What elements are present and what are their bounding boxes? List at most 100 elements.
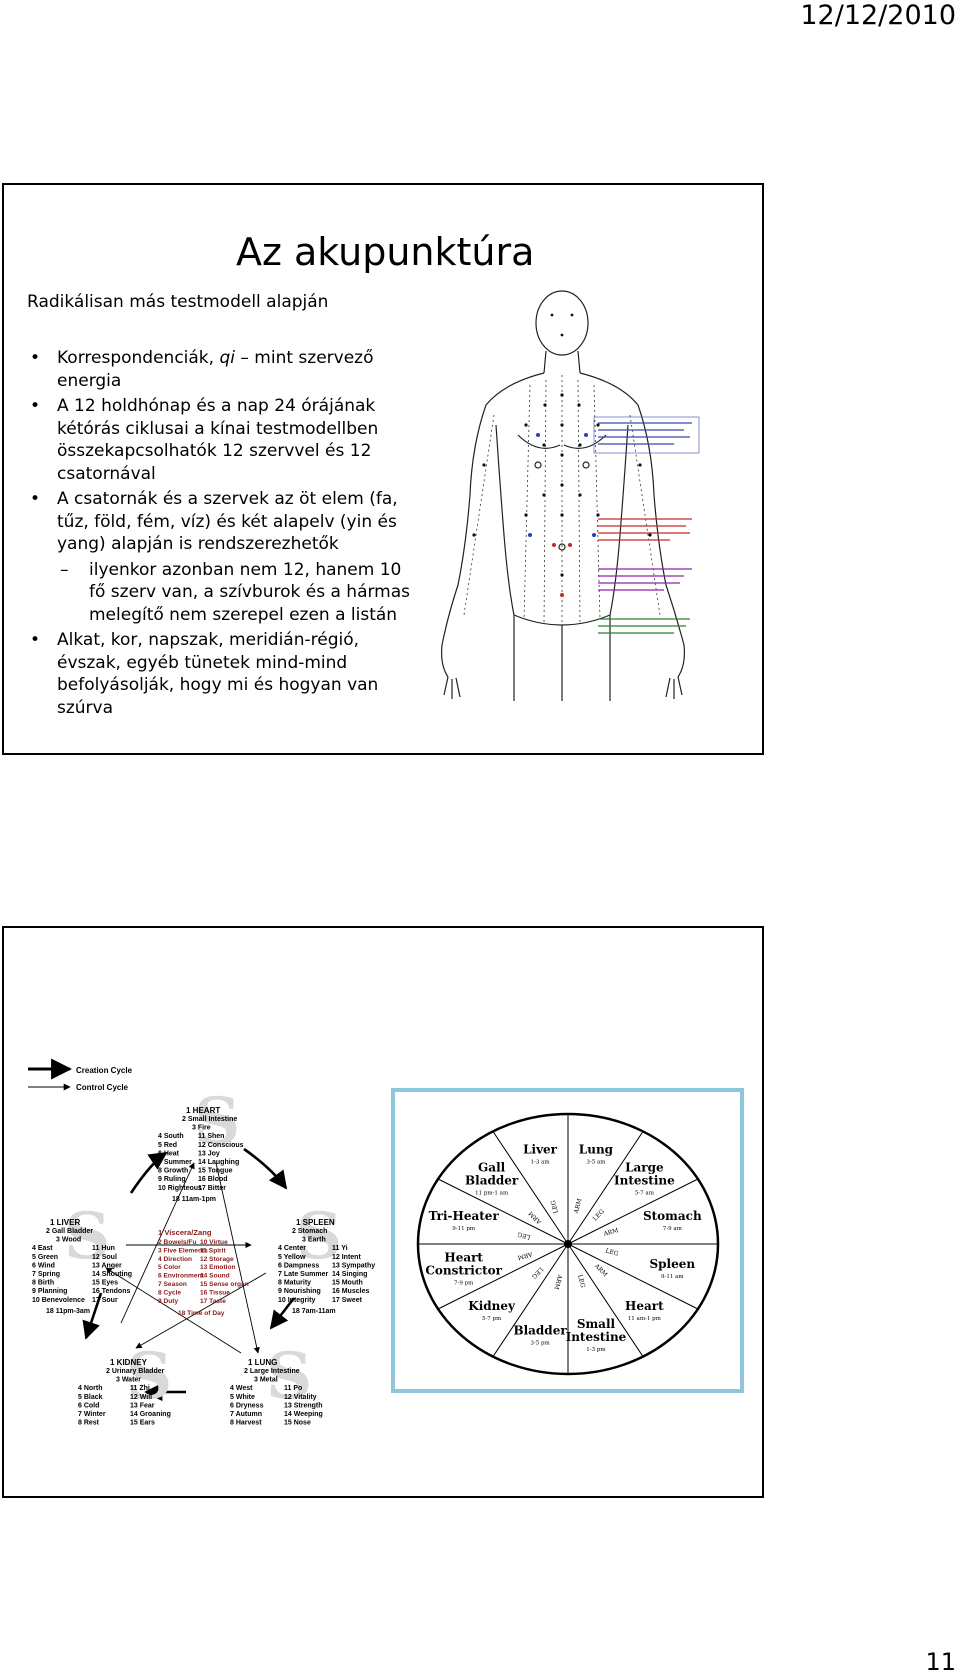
center-legend-item: 7 Season: [158, 1281, 187, 1288]
element-attribute: 3 Metal: [254, 1377, 278, 1384]
center-legend-item: 6 Environment: [158, 1273, 205, 1280]
element-attribute: 12 Vitality: [284, 1394, 317, 1401]
element-attribute: 3 Wood: [56, 1237, 81, 1244]
clock-spoke: [492, 1243, 569, 1357]
dash-icon: –: [60, 559, 69, 580]
element-attribute: 11 Po: [284, 1385, 302, 1392]
element-attribute: 12 Will: [130, 1394, 152, 1401]
element-attribute: 4 West: [230, 1385, 253, 1392]
element-attribute: 14 Weeping: [284, 1411, 323, 1418]
page-number: 11: [925, 1648, 956, 1676]
clock-organ-label: Bladder: [465, 1173, 519, 1187]
element-time-of-day: 18 11pm-3am: [46, 1308, 90, 1315]
element-attribute: 17 Sweet: [332, 1297, 363, 1304]
clock-organ-label: Lung: [579, 1143, 614, 1157]
element-attribute: 2 Urinary Bladder: [106, 1368, 165, 1375]
clock-limb-label: ARM: [552, 1273, 563, 1290]
header-date: 12/12/2010: [800, 0, 956, 31]
center-legend-title: 1 Viscera/Zang: [158, 1228, 212, 1237]
clock-spoke: [567, 1178, 699, 1245]
clock-spoke: [567, 1243, 699, 1310]
element-attribute: 16 Muscles: [332, 1288, 369, 1295]
clock-spoke: [492, 1131, 569, 1245]
center-legend-item: 5 Color: [158, 1264, 181, 1271]
center-legend-item: 18 Time of Day: [178, 1310, 225, 1317]
element-attribute: 13 Joy: [198, 1150, 220, 1157]
bullet-text: A csatornák és a szervek az öt elem (fa,…: [57, 489, 398, 554]
center-legend-item: 12 Storage: [200, 1256, 234, 1263]
clock-organ-label: Heart: [625, 1299, 664, 1313]
clock-limb-label: ARM: [602, 1227, 619, 1238]
center-legend-item: 13 Emotion: [200, 1264, 236, 1271]
clock-organ-label: Small: [577, 1317, 616, 1331]
clock-time-label: 9-11 am: [661, 1274, 684, 1280]
element-attribute: 7 Spring: [32, 1271, 60, 1278]
slide-acupuncture: Az akupunktúra Radikálisan más testmodel…: [2, 183, 764, 755]
element-attribute: 10 Righteous: [158, 1185, 202, 1192]
element-attribute: 3 Water: [116, 1377, 141, 1384]
clock-limb-label: LEG: [605, 1248, 620, 1258]
clock-time-label: 11 pm-1 am: [475, 1190, 509, 1196]
element-attribute: 15 Tongue: [198, 1168, 233, 1175]
five-element-cycle-diagram: Creation Cycle Control Cycle S S S S S: [28, 1058, 375, 1427]
center-legend-item: 15 Sense organ: [200, 1281, 249, 1288]
element-attribute: 4 South: [158, 1133, 184, 1140]
element-attribute: 4 North: [78, 1385, 103, 1392]
bullet-item: • A csatornák és a szervek az öt elem (f…: [26, 488, 416, 556]
element-attribute: 11 Yi: [332, 1245, 348, 1252]
center-legend-item: 8 Cycle: [158, 1289, 181, 1296]
element-attribute: 10 Benevolence: [32, 1297, 85, 1304]
element-attribute: 11 Zhi: [130, 1385, 150, 1392]
bullet-dot-icon: •: [30, 630, 41, 650]
element-attribute: 3 Earth: [302, 1237, 326, 1244]
clock-organ-label: Kidney: [468, 1299, 516, 1313]
element-attribute: 15 Nose: [284, 1420, 311, 1427]
svg-text:S: S: [194, 1084, 240, 1159]
bullet-dot-icon: •: [30, 348, 41, 368]
clock-limb-label: ARM: [573, 1198, 584, 1215]
element-name: 1 LUNG: [248, 1358, 277, 1367]
center-legend-item: 3 Five Elements: [158, 1247, 208, 1254]
sub-bullet-text: ilyenkor azonban nem 12, hanem 10 fő sze…: [89, 559, 411, 625]
element-attribute: 4 Center: [278, 1245, 306, 1252]
bullet-item: • A 12 holdhónap és a nap 24 órájának ké…: [26, 395, 416, 485]
element-name: 1 SPLEEN: [296, 1218, 335, 1227]
element-attribute: 17 Bitter: [198, 1185, 226, 1192]
svg-text:S: S: [126, 1339, 172, 1414]
clock-limb-label: LEG: [517, 1230, 532, 1240]
element-attribute: 8 Rest: [78, 1420, 100, 1427]
clock-time-label: 9-11 pm: [452, 1226, 476, 1232]
center-legend-item: 16 Tissue: [200, 1289, 230, 1296]
clock-organ-label: Large: [625, 1160, 664, 1174]
center-legend-item: 17 Taste: [200, 1298, 226, 1305]
element-attribute: 12 Soul: [92, 1254, 117, 1261]
element-attribute: 2 Small Intestine: [182, 1116, 237, 1123]
element-attribute: 13 Sympathy: [332, 1262, 375, 1269]
element-attribute: 14 Singing: [332, 1271, 367, 1278]
bullet-text: Alkat, kor, napszak, meridián-régió, évs…: [57, 630, 379, 718]
slide-title: Az akupunktúra: [236, 230, 535, 274]
element-attribute: 2 Large Intestine: [244, 1368, 300, 1375]
clock-time-label: 5-7 am: [635, 1190, 655, 1196]
clock-organ-label: Stomach: [643, 1209, 702, 1223]
element-attribute: 6 Dampness: [278, 1262, 319, 1269]
center-legend-item: 14 Sound: [200, 1273, 230, 1280]
svg-text:S: S: [266, 1339, 312, 1414]
element-attribute: 5 Green: [32, 1254, 58, 1261]
element-attribute: 8 Maturity: [278, 1280, 311, 1287]
element-attribute: 7 Summer: [158, 1159, 192, 1166]
svg-text:S: S: [296, 1199, 342, 1274]
element-attribute: 11 Shen: [198, 1133, 224, 1140]
bullet-dot-icon: •: [30, 396, 41, 416]
acupuncture-body-chart-image: [441, 290, 700, 701]
element-attribute: 6 Wind: [32, 1262, 55, 1269]
element-attribute: 15 Ears: [130, 1420, 155, 1427]
element-attribute: 4 East: [32, 1245, 53, 1252]
center-legend-item: 2 Bowels/Fu: [158, 1239, 196, 1246]
element-attribute: 8 Growth: [158, 1168, 188, 1175]
element-attribute: 2 Stomach: [292, 1228, 327, 1235]
clock-organ-label: Bladder: [513, 1323, 567, 1337]
clock-spoke: [437, 1178, 569, 1245]
